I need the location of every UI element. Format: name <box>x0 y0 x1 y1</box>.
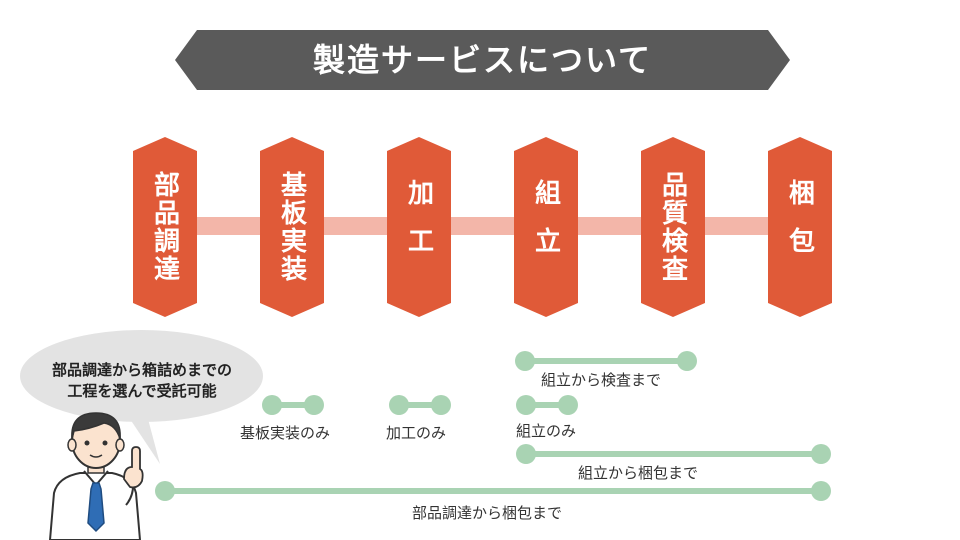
step-label: 品質検査 <box>657 171 688 283</box>
range-bar-assembly-to-packing <box>516 444 831 464</box>
step-label: 部品調達 <box>149 171 180 283</box>
bubble-line-2: 工程を選んで受託可能 <box>67 382 217 400</box>
step-assembly: 組立 <box>514 137 578 317</box>
range-bar-assembly-to-inspection <box>515 351 697 371</box>
range-bar-processing-only <box>389 395 451 415</box>
range-label: 組立から検査まで <box>541 371 662 389</box>
range-label: 部品調達から梱包まで <box>412 504 563 522</box>
range-label: 加工のみ <box>386 424 447 442</box>
step-label: 基板実装 <box>276 171 307 283</box>
step-procurement: 部品調達 <box>133 137 197 317</box>
step-board-mounting: 基板実装 <box>260 137 324 317</box>
range-label: 組立から梱包まで <box>578 464 699 482</box>
step-label: 梱包 <box>784 179 815 275</box>
range-label: 基板実装のみ <box>240 424 331 442</box>
range-bar-procurement-to-packing <box>155 481 831 501</box>
step-processing: 加工 <box>387 137 451 317</box>
range-bar-mounting-only <box>262 395 324 415</box>
speech-bubble-text: 部品調達から箱詰めまでの 工程を選んで受託可能 <box>32 360 252 402</box>
range-label: 組立のみ <box>516 422 577 440</box>
bubble-line-1: 部品調達から箱詰めまでの <box>51 361 232 379</box>
step-inspection: 品質検査 <box>641 137 705 317</box>
page-title: 製造サービスについて <box>312 41 653 79</box>
title-banner: 製造サービスについて <box>175 30 790 90</box>
step-label: 加工 <box>403 179 434 275</box>
step-packing: 梱包 <box>768 137 832 317</box>
person-pointing-icon <box>48 412 144 540</box>
range-bar-assembly-only <box>516 395 578 415</box>
step-label: 組立 <box>530 179 561 275</box>
